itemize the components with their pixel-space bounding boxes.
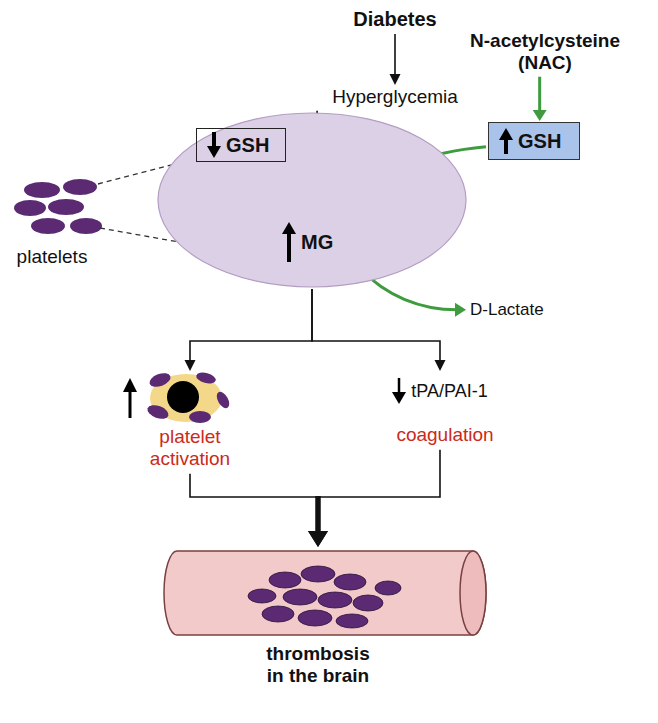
arrow-symbol	[207, 132, 221, 158]
drug-text: N-acetylcysteine (NAC)	[458, 30, 633, 74]
gsh-box: GSH	[488, 122, 580, 160]
cell-outline	[157, 112, 467, 288]
mg-text: MG	[282, 222, 333, 262]
arrow-symbol	[499, 128, 513, 154]
text-row: MG	[282, 222, 333, 262]
result-text: thrombosis in the brain	[260, 548, 376, 687]
node-text: GSH	[518, 130, 561, 153]
node-text: MG	[301, 231, 333, 254]
gsh-box: GSH	[196, 128, 286, 162]
connector-arrow	[312, 289, 445, 371]
node-text: thrombosis in the brain	[260, 643, 376, 687]
node-text: N-acetylcysteine (NAC)	[458, 30, 633, 74]
connector-arrow	[533, 77, 547, 121]
arrow-symbol	[392, 378, 406, 404]
outcome-text: tPA/PAI-1 coagulation	[386, 372, 493, 446]
arrow-symbol	[282, 222, 296, 262]
node-text: tPA/PAI-1	[411, 381, 487, 402]
cause-text: Diabetes	[353, 8, 436, 31]
figure-label: platelets	[17, 246, 88, 268]
node-text: platelet activation	[134, 426, 246, 470]
blood-vessel	[164, 551, 486, 635]
platelets-figure	[14, 179, 102, 234]
platelet-cell: GSH MG	[157, 112, 467, 288]
node-text: D-Lactate	[470, 300, 544, 320]
node-subtext: coagulation	[386, 424, 493, 446]
outcome-text: platelet activation	[134, 372, 246, 470]
text-row: tPA/PAI-1	[386, 378, 493, 404]
node-text: GSH	[226, 134, 269, 157]
product-text: D-Lactate	[470, 300, 544, 320]
text-row: GSH	[207, 132, 269, 158]
connector-arrow	[185, 289, 313, 371]
text-row: GSH	[499, 128, 561, 154]
node-text: Hyperglycemia	[332, 86, 458, 108]
platelet-activation-figure	[123, 371, 232, 423]
node-text: Diabetes	[353, 8, 436, 31]
connector-arrow	[390, 34, 401, 85]
state-text: Hyperglycemia	[332, 86, 458, 108]
connector-arrow	[190, 474, 328, 547]
connector-arrow	[308, 450, 440, 547]
